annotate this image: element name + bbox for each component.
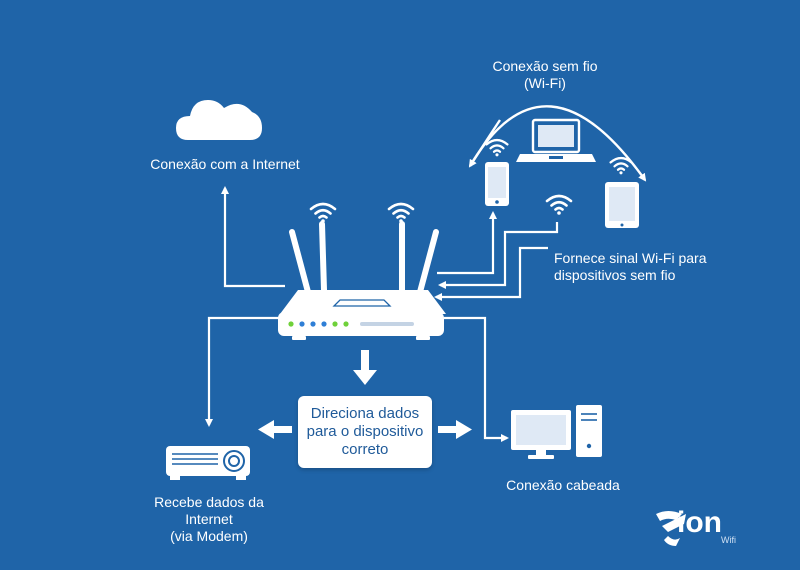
brand-subtitle: Wifi bbox=[721, 535, 736, 545]
laptop-icon bbox=[516, 118, 596, 162]
modem-label: Recebe dados da Internet (via Modem) bbox=[136, 494, 282, 545]
brand-name: ion bbox=[677, 506, 722, 539]
left-direction-arrow bbox=[258, 420, 292, 439]
internet-connection-line bbox=[221, 186, 285, 288]
wired-label: Conexão cabeada bbox=[506, 477, 620, 493]
smartphone-icon bbox=[485, 138, 509, 206]
wireless-arc bbox=[468, 105, 647, 182]
router-to-modem-line bbox=[205, 316, 280, 427]
desktop-computer-icon bbox=[511, 405, 602, 459]
modem-label-line2: Internet bbox=[185, 511, 233, 527]
wifi-signal-lines bbox=[434, 222, 559, 301]
modem-icon bbox=[166, 446, 250, 480]
routing-box: Direciona dados para o dispositivo corre… bbox=[298, 396, 432, 468]
brand-logo-icon bbox=[656, 511, 686, 546]
wireless-label: Conexão sem fio (Wi-Fi) bbox=[470, 58, 620, 92]
router-to-phone-line bbox=[437, 211, 497, 275]
right-direction-arrow bbox=[438, 420, 472, 439]
cloud-icon bbox=[176, 100, 262, 140]
router-icon bbox=[278, 202, 446, 340]
tablet-icon bbox=[605, 156, 639, 228]
internet-label: Conexão com a Internet bbox=[150, 156, 300, 172]
wifi-signal-label: Fornece sinal Wi-Fi para dispositivos se… bbox=[554, 250, 754, 284]
wireless-label-line2: (Wi-Fi) bbox=[524, 75, 566, 91]
modem-label-line3: (via Modem) bbox=[170, 528, 248, 544]
modem-label-line1: Recebe dados da bbox=[154, 494, 264, 510]
router-to-desktop-line bbox=[444, 316, 509, 442]
wifi-icon bbox=[545, 194, 573, 216]
wireless-label-line1: Conexão sem fio bbox=[492, 58, 598, 74]
brand-logo: ion Wifi bbox=[655, 507, 745, 547]
wifi-signal-label-line1: Fornece sinal Wi-Fi para bbox=[554, 250, 707, 266]
wifi-signal-label-line2: dispositivos sem fio bbox=[554, 267, 676, 283]
router-down-arrow bbox=[353, 350, 377, 385]
routing-box-text: Direciona dados para o dispositivo corre… bbox=[306, 405, 424, 458]
